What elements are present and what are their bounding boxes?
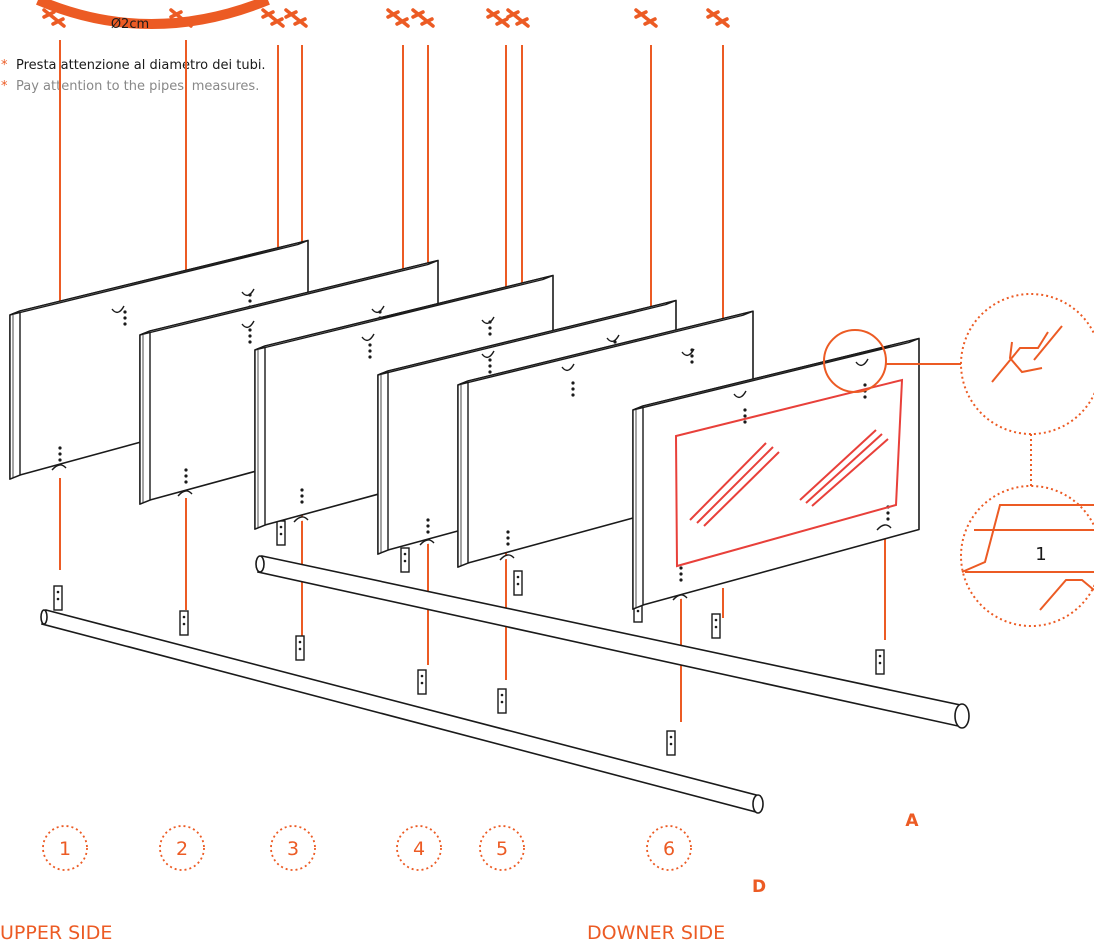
bracket-icon [53,585,63,611]
screw-icon [411,8,435,28]
pipe-note: * Presta attenzione al diametro dei tubi… [1,58,266,94]
note-english: Pay attention to the pipes' measures. [16,79,259,94]
bracket-icon [666,730,676,756]
dotted-circle-icon [646,825,692,871]
screw-icon [706,8,730,28]
asterisk-icon: * [1,79,8,94]
bracket-icon [295,635,305,661]
downer-side-label: DOWNER SIDE [587,922,725,944]
screw-icon [284,8,308,28]
bracket-icon [417,669,427,695]
bracket-icon [276,520,286,546]
pipe-front [40,609,764,814]
dotted-circle-icon [479,825,525,871]
pipe-back [255,555,970,729]
bracket-icon [497,688,507,714]
glass-pane [674,378,904,568]
screw-icon [486,8,510,28]
asterisk-icon: * [1,58,8,73]
brackets [53,520,885,756]
screw-icon [169,8,193,28]
letter-d: D [752,877,766,897]
screw-icon [634,8,658,28]
screw-icon [386,8,410,28]
magnifier-detail-icon [960,293,1094,435]
step-2: 2 [159,825,205,871]
step-number-label: 2 [176,838,188,860]
step-number-label: 6 [663,838,675,860]
diameter-label: Ø2cm [111,17,149,32]
screw-icon [506,8,530,28]
step-3: 3 [270,825,316,871]
step-1: 1 [42,825,88,871]
diameter-badge: Ø2cm [36,0,270,32]
dotted-circle-icon [42,825,88,871]
magnifier-detail-icon [960,485,1094,627]
screw-row [42,8,730,28]
step-numbers: 1 2 3 4 5 6 [42,825,692,871]
step-6: 6 [646,825,692,871]
dotted-circle-icon [270,825,316,871]
panel-6 [632,337,920,611]
step-number-label: 4 [413,838,425,860]
screw-icon [42,8,66,28]
note-italian: Presta attenzione al diametro dei tubi. [16,58,266,73]
bracket-icon [179,610,189,636]
step-4: 4 [396,825,442,871]
letter-a: A [905,811,919,831]
panels [9,239,920,611]
dotted-circle-icon [159,825,205,871]
bracket-icon [875,649,885,675]
bracket-icon [513,570,523,596]
screw-icon [261,8,285,28]
step-number-label: 3 [287,838,299,860]
measure-label: 1 [1035,544,1046,565]
step-5: 5 [479,825,525,871]
step-number-label: 1 [59,838,71,860]
bracket-icon [711,613,721,639]
dotted-circle-icon [396,825,442,871]
upper-side-label: UPPER SIDE [0,922,112,944]
bracket-icon [400,547,410,573]
step-number-label: 5 [496,838,508,860]
detail-callout: 1 [823,293,1094,627]
